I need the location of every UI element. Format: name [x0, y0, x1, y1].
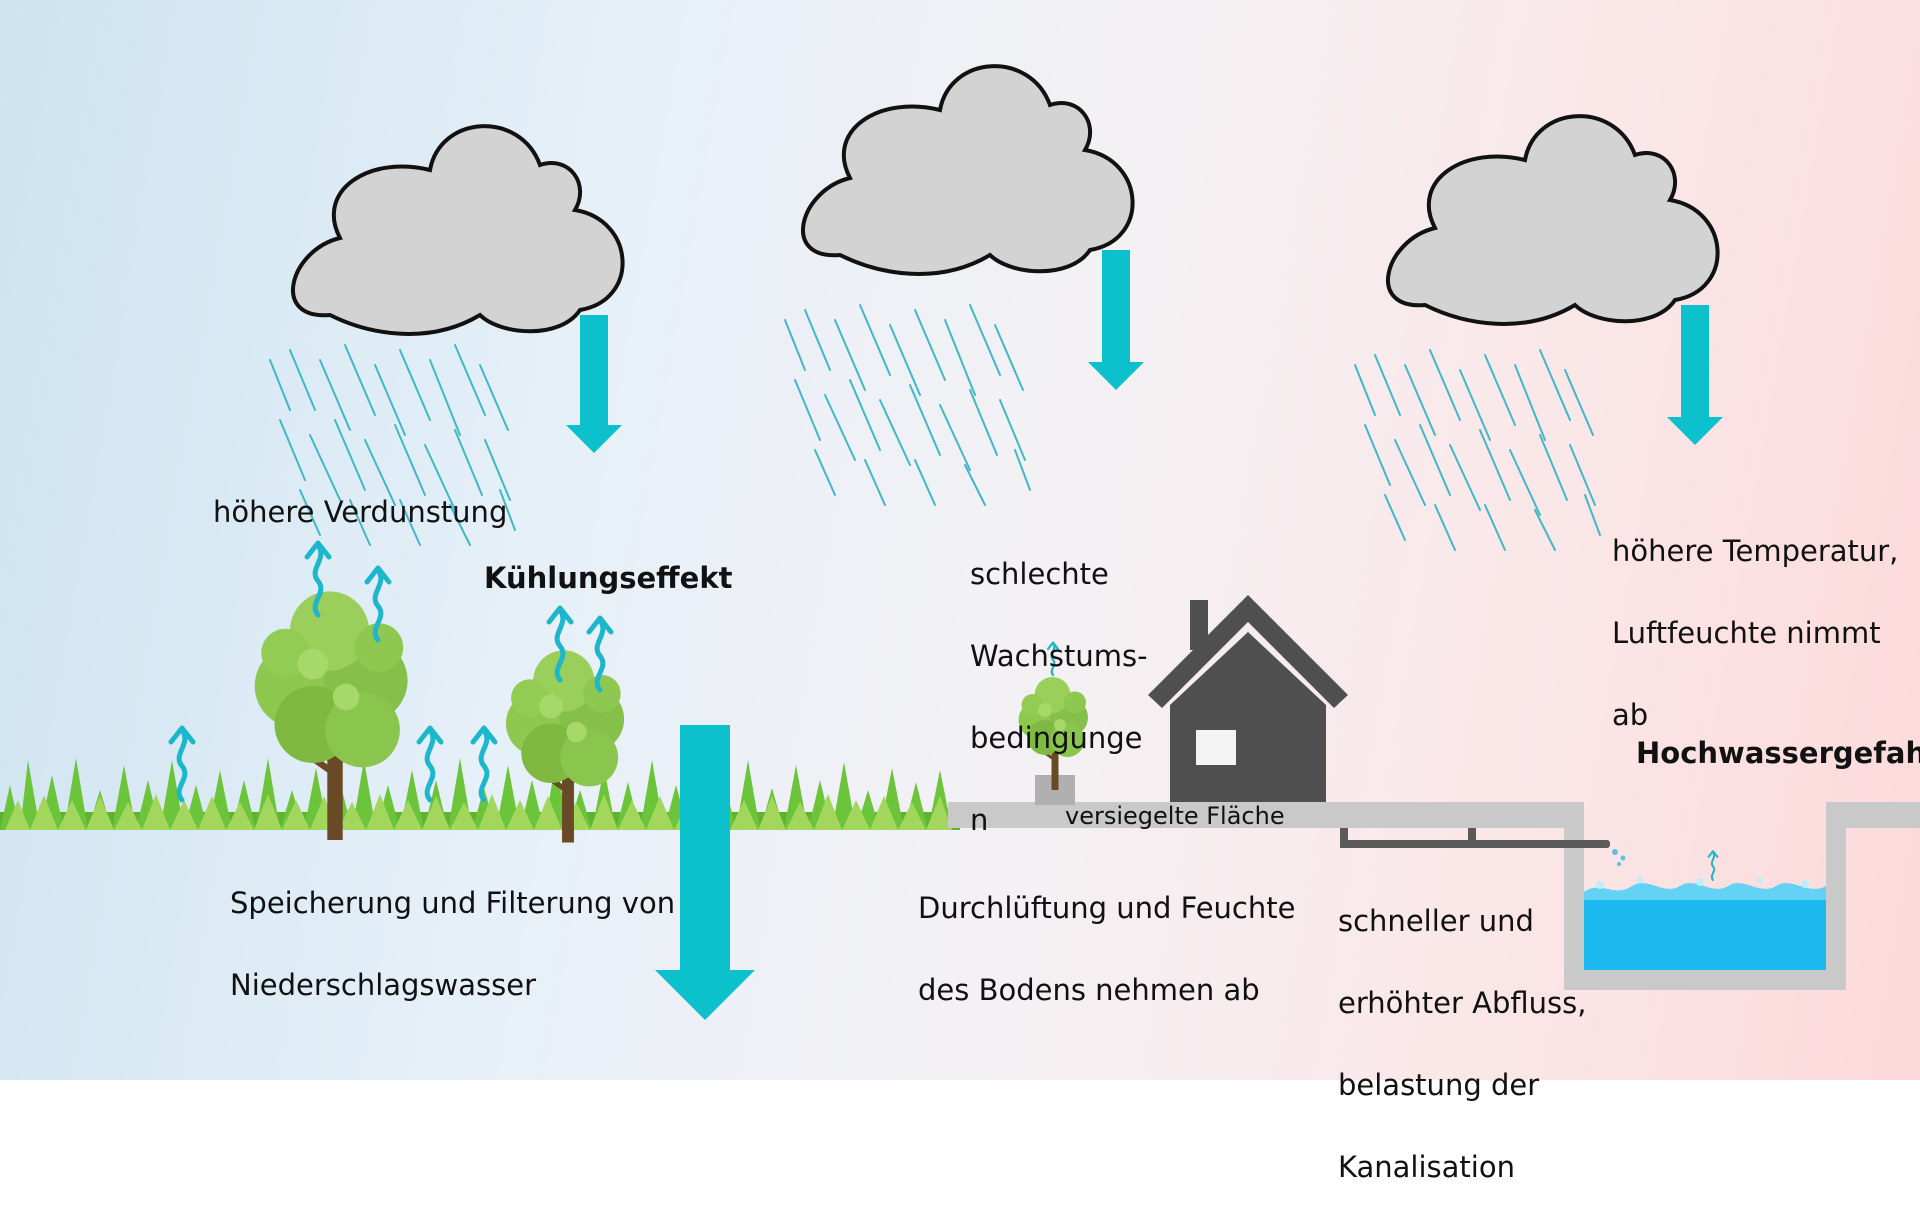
label-runoff-line-4: Kanalisation [1338, 1150, 1515, 1184]
label-storage-line-2: Niederschlagswasser [230, 968, 537, 1002]
label-cooling-effect: Kühlungseffekt [484, 561, 733, 595]
label-growth: schlechte Wachstums- bedingunge n [970, 513, 1148, 882]
label-soil-line-2: des Bodens nehmen ab [918, 973, 1260, 1007]
cloud-middle-shape [800, 64, 1135, 276]
label-runoff-line-3: belastung der [1338, 1068, 1540, 1102]
cloud-right [1354, 114, 1720, 551]
pipe-splash [1612, 849, 1626, 866]
label-temperature-line-2: Luftfeuchte nimmt [1612, 616, 1881, 650]
cloud-middle [784, 64, 1135, 506]
label-soil: Durchlüftung und Feuchte des Bodens nehm… [918, 847, 1295, 1052]
label-storage: Speicherung und Filterung von Niederschl… [230, 842, 675, 1047]
rain-middle [784, 304, 1031, 506]
rain-right [1354, 349, 1601, 551]
rain-arrow-middle [1088, 250, 1144, 390]
cloud-left-shape [290, 124, 625, 336]
label-sealed-surface: versiegelte Fläche [1065, 802, 1285, 830]
label-growth-line-3: bedingunge [970, 721, 1143, 755]
flood-water [1584, 877, 1826, 970]
label-growth-line-2: Wachstums- [970, 639, 1148, 673]
label-temperature-line-3: ab [1612, 698, 1649, 732]
infiltration-arrow [655, 725, 755, 1020]
label-flood-risk: Hochwassergefahr [1636, 736, 1920, 770]
label-growth-line-4: n [970, 803, 989, 837]
cloud-right-shape [1385, 114, 1720, 326]
small-tree [1017, 675, 1090, 805]
sealed-surface [948, 802, 1920, 990]
label-storage-line-1: Speicherung und Filterung von [230, 886, 676, 920]
label-temperature-line-1: höhere Temperatur, [1612, 534, 1899, 568]
label-soil-line-1: Durchlüftung und Feuchte [918, 891, 1296, 925]
label-runoff-line-1: schneller und [1338, 904, 1534, 938]
label-evaporation: höhere Verdunstung [213, 495, 508, 529]
label-growth-line-1: schlechte [970, 557, 1109, 591]
drain-pipe [1340, 828, 1610, 848]
diagram-canvas [0, 64, 1920, 1020]
evaporation-arrow-5 [473, 728, 495, 800]
house-icon [1148, 595, 1348, 802]
cloud-left [269, 124, 625, 546]
label-runoff-line-2: erhöhter Abfluss, [1338, 986, 1587, 1020]
label-temperature: höhere Temperatur, Luftfeuchte nimmt ab [1612, 490, 1898, 777]
rain-arrow-left [566, 315, 622, 453]
rain-arrow-right [1667, 305, 1723, 445]
water-evaporation-arrow [1707, 850, 1719, 882]
label-runoff: schneller und erhöhter Abfluss, belastun… [1338, 860, 1586, 1229]
